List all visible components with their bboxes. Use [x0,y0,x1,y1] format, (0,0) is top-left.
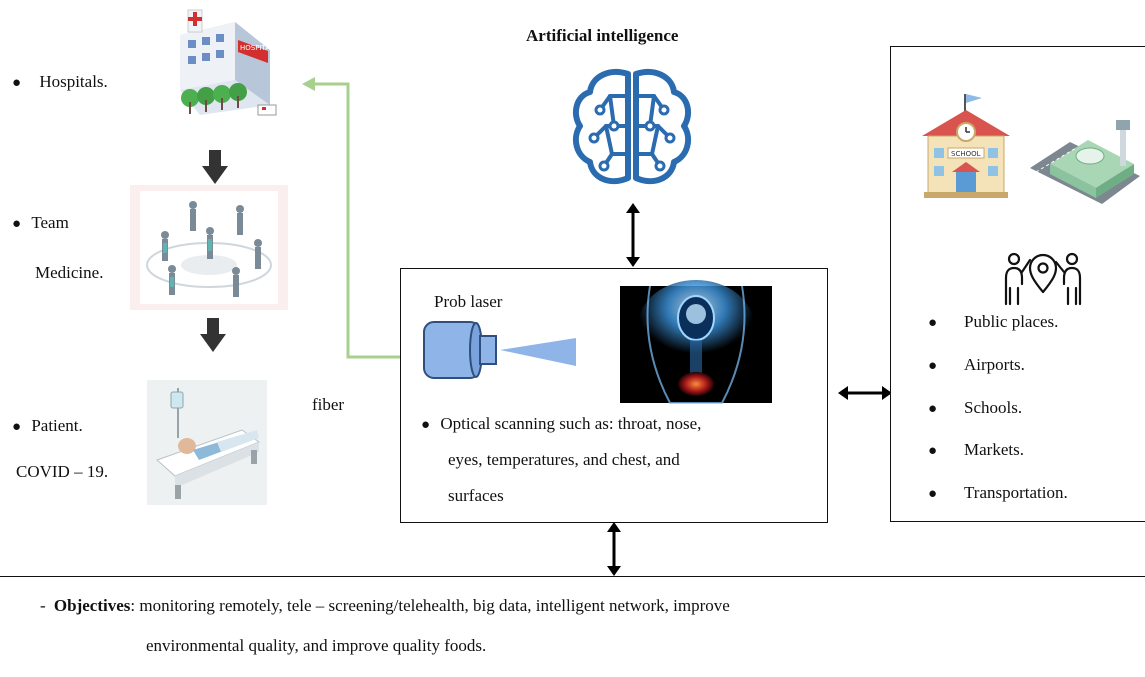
double-arrow-vertical-icon [626,203,640,267]
bullet-icon: ● [928,486,938,502]
hospitals-label: Hospitals. [39,72,108,91]
schools-item: ●Schools. [928,398,1023,417]
objectives-label: Objectives [53,596,131,615]
airport-icon [1030,120,1140,204]
double-arrow-horizontal-icon [838,386,892,400]
scanning-line1: Optical scanning such as: throat, nose, [440,414,702,433]
fiber-label: fiber [312,395,345,414]
patient-item: ● Patient. [12,416,83,437]
probe-laser-icon [423,321,576,379]
probe-label: Prob laser [434,292,503,311]
bullet-icon: ● [928,443,938,459]
airports-item: ●Airports. [928,355,1025,374]
school-icon: SCHOOL [922,94,1010,198]
objectives-text: : monitoring remotely, tele – screening/… [130,596,730,615]
brain-icon [572,69,692,185]
team-medicine-image [130,185,288,310]
svg-text:HOSPITAL: HOSPITAL [240,44,274,52]
patient-label: Patient. [31,416,83,435]
objectives-dash: - [40,596,46,615]
scanning-item: ● Optical scanning such as: throat, nose… [421,414,701,435]
bullet-icon: ● [928,358,938,374]
medicine-label: Medicine. [35,263,104,282]
bullet-icon: ● [928,401,938,417]
public-places-box [890,46,1145,522]
objectives-box [0,576,1145,677]
patient-bed-image [147,380,267,505]
throat-scan-image [620,280,772,404]
hospital-icon: HOSPITAL [180,9,277,116]
objectives-line1: - Objectives: monitoring remotely, tele … [40,596,730,616]
down-arrow-icon [202,150,228,184]
scanning-line3: surfaces [448,486,504,505]
objectives-line2: environmental quality, and improve quali… [146,636,487,655]
bullet-icon: ● [928,315,938,331]
hospitals-item: ● Hospitals. [12,72,108,93]
bullet-icon: ● [421,417,431,433]
covid-label: COVID – 19. [16,462,109,481]
public-places-item: ●Public places. [928,312,1059,331]
transportation-item: ●Transportation. [928,483,1068,502]
down-arrow-icon [200,318,226,352]
ai-title: Artificial intelligence [526,26,679,45]
bullet-icon: ● [12,419,22,435]
scanning-line2: eyes, temperatures, and chest, and [448,450,680,469]
bullet-icon: ● [12,75,22,91]
markets-item: ●Markets. [928,440,1024,459]
bullet-icon: ● [12,216,22,232]
svg-text:SCHOOL: SCHOOL [951,150,981,158]
people-location-icon [1004,252,1082,306]
double-arrow-vertical-icon [607,522,621,576]
team-label: Team [31,213,69,232]
team-item: ● Team [12,213,69,234]
